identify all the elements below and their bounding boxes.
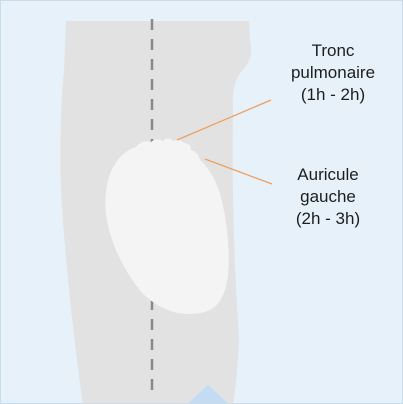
label-left-auricle-line1: Auricule xyxy=(269,164,387,186)
label-pulmonary-trunk-line3: (1h - 2h) xyxy=(269,84,397,106)
label-left-auricle: Auricule gauche (2h - 3h) xyxy=(269,164,387,230)
label-pulmonary-trunk: Tronc pulmonaire (1h - 2h) xyxy=(269,40,397,106)
label-left-auricle-line3: (2h - 3h) xyxy=(269,208,387,230)
label-left-auricle-line2: gauche xyxy=(269,186,387,208)
label-pulmonary-trunk-line1: Tronc xyxy=(269,40,397,62)
label-pulmonary-trunk-line2: pulmonaire xyxy=(269,62,397,84)
